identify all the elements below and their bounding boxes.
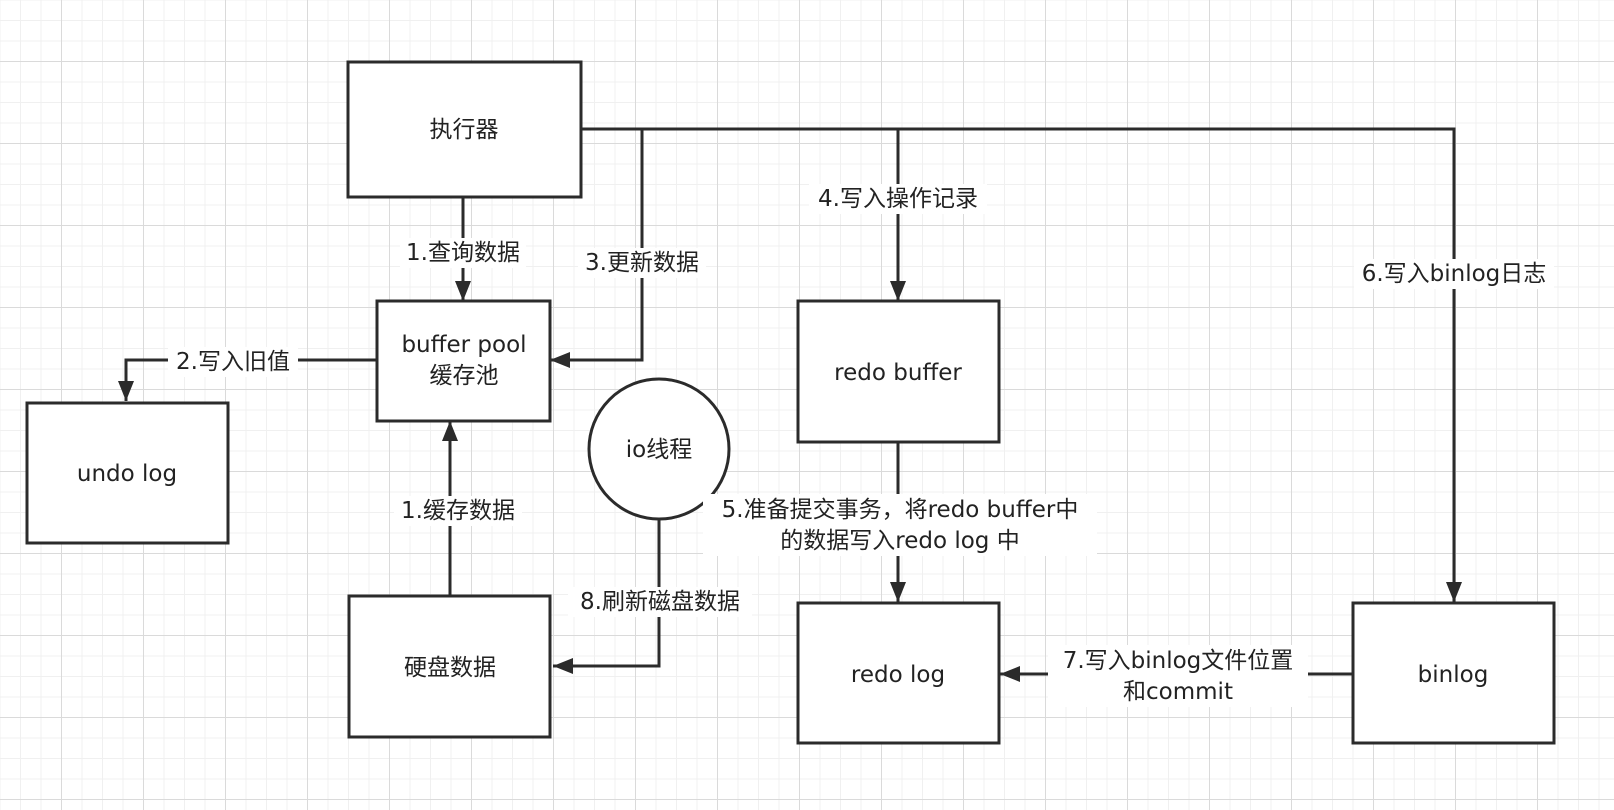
label-write-binlog-pos: 7.写入binlog文件位置 和commit bbox=[1048, 645, 1308, 707]
label-prepare-commit: 5.准备提交事务，将redo buffer中 的数据写入redo log 中 bbox=[703, 494, 1097, 556]
binlog-label: binlog bbox=[1418, 662, 1489, 688]
label-flush-disk: 8.刷新磁盘数据 bbox=[568, 587, 752, 617]
redo-log-node: redo log bbox=[796, 601, 1001, 745]
undo-log-node: undo log bbox=[25, 401, 230, 545]
executor-label: 执行器 bbox=[430, 117, 499, 143]
undo-log-label: undo log bbox=[77, 461, 177, 487]
label-query-data: 1.查询数据 bbox=[400, 238, 526, 268]
binlog-node: binlog bbox=[1351, 601, 1556, 745]
disk-data-node: 硬盘数据 bbox=[347, 594, 552, 739]
label-cache-data: 1.缓存数据 bbox=[394, 496, 522, 526]
svg-text:1.缓存数据: 1.缓存数据 bbox=[401, 498, 515, 524]
label-write-old-value: 2.写入旧值 bbox=[168, 347, 298, 377]
io-thread-node: io线程 bbox=[587, 377, 731, 521]
io-thread-label: io线程 bbox=[626, 437, 692, 463]
label-update-data: 3.更新数据 bbox=[578, 248, 706, 278]
buffer-pool-label-en: buffer pool bbox=[401, 332, 526, 358]
label-write-op-record: 4.写入操作记录 bbox=[809, 184, 987, 214]
svg-text:3.更新数据: 3.更新数据 bbox=[585, 250, 699, 276]
label-write-binlog: 6.写入binlog日志 bbox=[1354, 259, 1554, 289]
executor-node: 执行器 bbox=[346, 60, 583, 199]
buffer-pool-node: buffer pool 缓存池 bbox=[375, 299, 552, 423]
svg-text:4.写入操作记录: 4.写入操作记录 bbox=[818, 186, 978, 212]
svg-text:1.查询数据: 1.查询数据 bbox=[406, 240, 520, 266]
svg-text:5.准备提交事务，将redo buffer中: 5.准备提交事务，将redo buffer中 bbox=[722, 497, 1079, 523]
buffer-pool-label-zh: 缓存池 bbox=[430, 363, 499, 389]
svg-text:8.刷新磁盘数据: 8.刷新磁盘数据 bbox=[580, 589, 740, 615]
disk-data-label: 硬盘数据 bbox=[404, 655, 496, 681]
edge-flush-disk bbox=[553, 520, 661, 674]
redo-log-label: redo log bbox=[851, 662, 945, 688]
edge-write-binlog bbox=[581, 127, 1462, 602]
svg-text:7.写入binlog文件位置: 7.写入binlog文件位置 bbox=[1063, 648, 1294, 674]
svg-text:6.写入binlog日志: 6.写入binlog日志 bbox=[1362, 261, 1547, 287]
svg-text:2.写入旧值: 2.写入旧值 bbox=[176, 349, 290, 375]
svg-text:和commit: 和commit bbox=[1123, 679, 1233, 705]
redo-buffer-node: redo buffer bbox=[796, 299, 1001, 444]
svg-text:的数据写入redo log 中: 的数据写入redo log 中 bbox=[780, 528, 1019, 554]
redo-buffer-label: redo buffer bbox=[834, 360, 962, 386]
